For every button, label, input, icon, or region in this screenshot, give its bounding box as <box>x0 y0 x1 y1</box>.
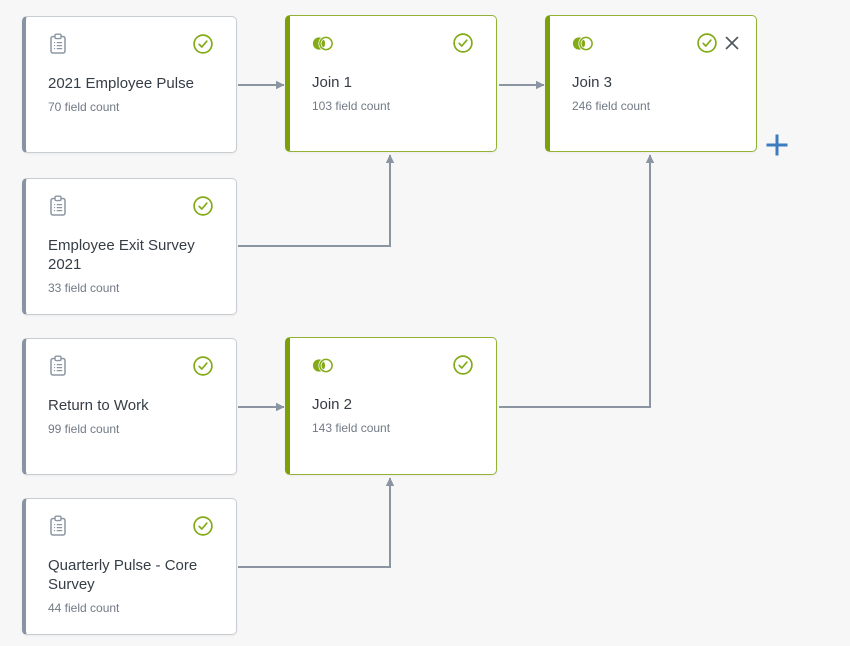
connector-src-2-to-join-1 <box>238 154 395 247</box>
close-icon[interactable] <box>724 35 740 51</box>
flow-node-join-2[interactable]: Join 2 143 field count <box>285 337 497 475</box>
check-circle-icon <box>453 33 473 53</box>
survey-clipboard-icon <box>48 33 68 55</box>
connector-src-4-to-join-2 <box>238 477 395 568</box>
validated-check-icon <box>453 33 473 53</box>
node-title: Join 3 <box>572 74 613 91</box>
validated-check-icon <box>193 356 213 376</box>
join-venn-icon <box>572 35 593 51</box>
join-venn-icon <box>312 357 333 373</box>
node-header <box>48 195 220 217</box>
node-header <box>312 354 480 376</box>
validated-check-icon <box>453 355 473 375</box>
node-field-count: 103 field count <box>312 99 391 113</box>
survey-clipboard-icon <box>50 355 66 376</box>
node-field-count: 99 field count <box>48 422 120 436</box>
node-title: Employee Exit Survey 2021 <box>48 237 195 273</box>
survey-clipboard-icon <box>48 195 68 217</box>
node-title: 2021 Employee Pulse <box>48 75 194 92</box>
validated-check-icon <box>193 196 213 216</box>
node-header <box>48 515 220 537</box>
join-venn-icon <box>572 35 593 51</box>
check-circle-icon <box>193 516 213 536</box>
survey-clipboard-icon <box>50 195 66 216</box>
flow-node-join-1[interactable]: Join 1 103 field count <box>285 15 497 152</box>
node-field-count: 33 field count <box>48 281 120 295</box>
survey-clipboard-icon <box>50 33 66 54</box>
join-venn-icon <box>312 35 333 51</box>
node-title: Return to Work <box>48 397 149 414</box>
node-header <box>48 355 220 377</box>
survey-clipboard-icon <box>50 515 66 536</box>
survey-clipboard-icon <box>48 355 68 377</box>
node-header <box>312 32 480 54</box>
flow-node-join-3[interactable]: Join 3 246 field count <box>545 15 757 152</box>
node-title: Quarterly Pulse - Core Survey <box>48 557 198 593</box>
join-venn-icon <box>312 357 333 373</box>
check-circle-icon <box>193 34 213 54</box>
flow-node-src-1[interactable]: 2021 Employee Pulse 70 field count <box>22 16 237 153</box>
close-x-icon <box>725 36 739 50</box>
connector-join-2-to-join-3 <box>499 154 655 408</box>
validated-check-icon <box>193 34 213 54</box>
node-header <box>572 32 740 54</box>
validated-check-icon <box>697 33 717 53</box>
check-circle-icon <box>193 356 213 376</box>
check-circle-icon <box>193 196 213 216</box>
flow-node-src-3[interactable]: Return to Work 99 field count <box>22 338 237 475</box>
plus-icon <box>766 134 788 156</box>
node-title: Join 1 <box>312 74 353 91</box>
validated-check-icon <box>193 516 213 536</box>
join-venn-icon <box>312 35 333 51</box>
survey-clipboard-icon <box>48 515 68 537</box>
check-circle-icon <box>697 33 717 53</box>
node-field-count: 143 field count <box>312 421 391 435</box>
node-title: Join 2 <box>312 396 353 413</box>
check-circle-icon <box>453 355 473 375</box>
node-field-count: 44 field count <box>48 601 120 615</box>
node-field-count: 246 field count <box>572 99 651 113</box>
flow-node-src-2[interactable]: Employee Exit Survey 2021 33 field count <box>22 178 237 315</box>
flow-node-src-4[interactable]: Quarterly Pulse - Core Survey 44 field c… <box>22 498 237 635</box>
node-field-count: 70 field count <box>48 100 120 114</box>
add-node-button[interactable] <box>763 131 791 159</box>
node-header <box>48 33 220 55</box>
